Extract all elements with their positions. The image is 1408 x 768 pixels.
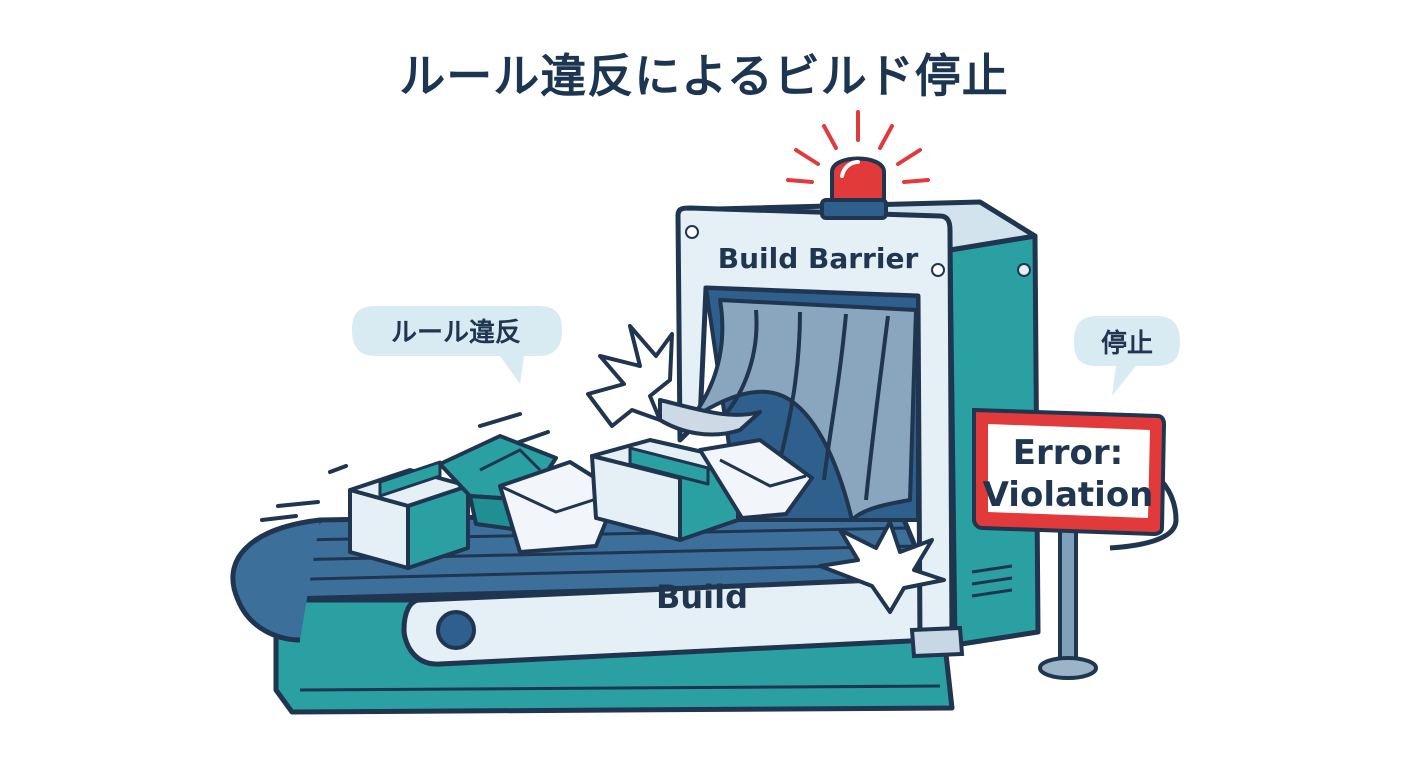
motion-lines	[260, 412, 550, 522]
impact-burst-icon	[818, 520, 946, 614]
alarm-light-icon	[786, 110, 930, 220]
bubble-left-text: ルール違反	[391, 318, 521, 348]
sign-line1: Error:	[1013, 433, 1123, 473]
conveyor-label: Build	[656, 578, 748, 616]
error-sign: Error: Violation	[972, 407, 1179, 680]
sign-line2: Violation	[983, 475, 1154, 515]
envelope-icon	[698, 438, 814, 520]
bubble-right-text: 停止	[1101, 328, 1153, 359]
barrier-label: Build Barrier	[718, 242, 919, 275]
speech-bubble-left: ルール違反	[352, 306, 562, 384]
barrier-curtain	[658, 298, 918, 522]
impact-burst-icon	[586, 324, 674, 428]
page-title: ルール違反によるビルド停止	[399, 49, 1009, 103]
speech-bubble-right: 停止	[1074, 316, 1180, 396]
